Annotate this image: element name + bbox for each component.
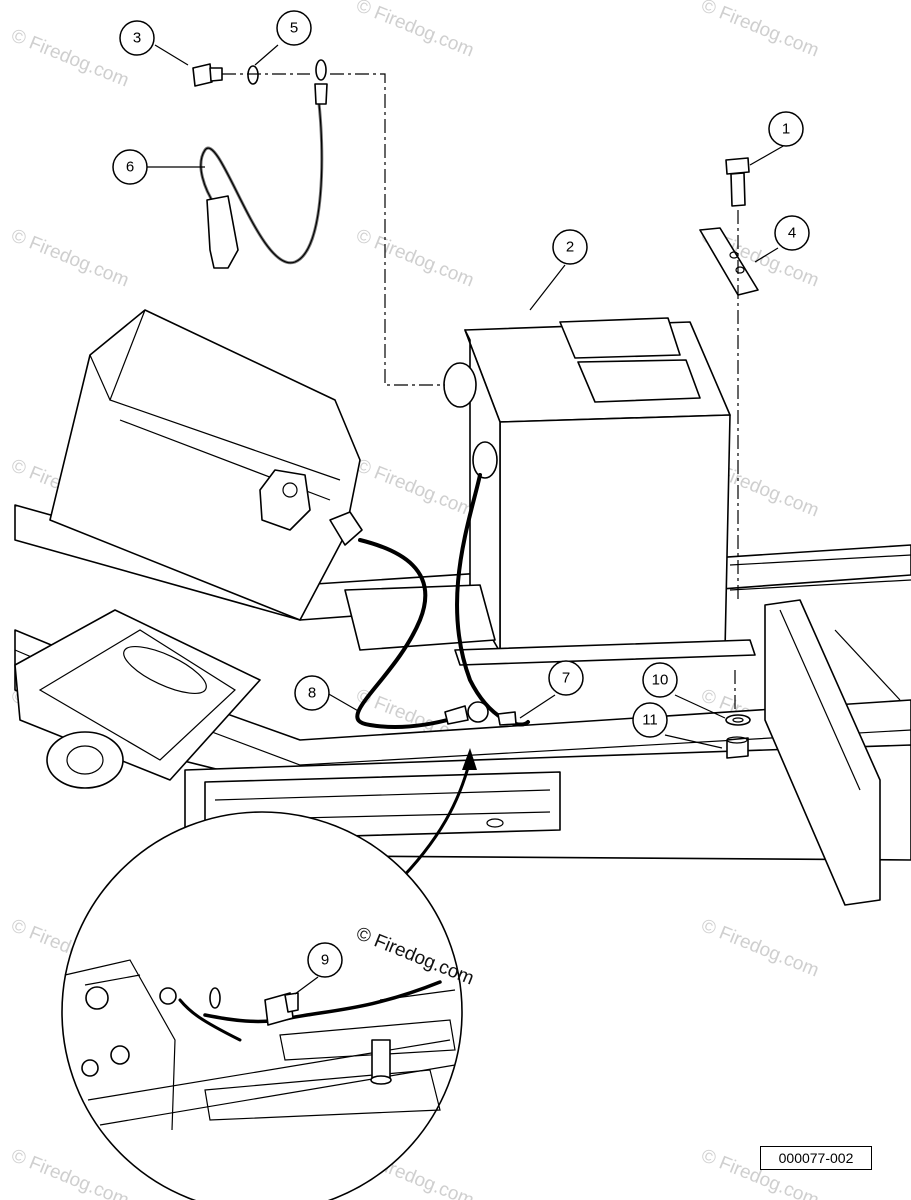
detail-view: © Firedog.com: [61, 811, 477, 1200]
ground-cables: [355, 473, 530, 887]
watermark: © Firedog.com: [698, 0, 822, 61]
watermark: © Firedog.com: [698, 915, 822, 981]
watermark: © Firedog.com: [8, 1145, 132, 1200]
callout-number: 4: [788, 225, 796, 242]
callout-number: 9: [321, 952, 329, 969]
watermark: © Firedog.com: [8, 225, 132, 291]
callout-7: 7: [548, 660, 584, 696]
callout-number: 3: [133, 30, 141, 47]
callout-number: 11: [642, 712, 658, 729]
callout-number: 10: [652, 672, 669, 689]
callout-number: 2: [566, 239, 574, 256]
callout-11: 11: [632, 702, 668, 738]
callout-number: 8: [308, 685, 316, 702]
watermark: © Firedog.com: [353, 455, 477, 521]
callout-1: 1: [768, 111, 804, 147]
leader-lines: [147, 44, 786, 995]
callout-number: 5: [290, 20, 298, 37]
callout-10: 10: [642, 662, 678, 698]
callout-number: 6: [126, 159, 134, 176]
controller-housing: [49, 309, 363, 621]
callout-2: 2: [552, 229, 588, 265]
callout-6: 6: [112, 149, 148, 185]
watermark: © Firedog.com: [353, 225, 477, 291]
battery-cable-assembly: [192, 59, 445, 386]
callout-number: 7: [562, 670, 570, 687]
callout-3: 3: [119, 20, 155, 56]
callout-5: 5: [276, 10, 312, 46]
callout-4: 4: [774, 215, 810, 251]
watermark: © Firedog.com: [8, 25, 132, 91]
watermark: © Firedog.com: [353, 0, 477, 61]
battery-negative-terminal: [472, 441, 498, 479]
battery-positive-terminal: [443, 362, 477, 408]
callout-8: 8: [294, 675, 330, 711]
chassis-frame: [14, 504, 911, 906]
callout-number: 1: [782, 121, 790, 138]
hold-down-hardware: [699, 157, 759, 759]
callout-9: 9: [307, 942, 343, 978]
battery: [344, 317, 756, 666]
diagram-reference-code: 000077-002: [760, 1146, 872, 1170]
